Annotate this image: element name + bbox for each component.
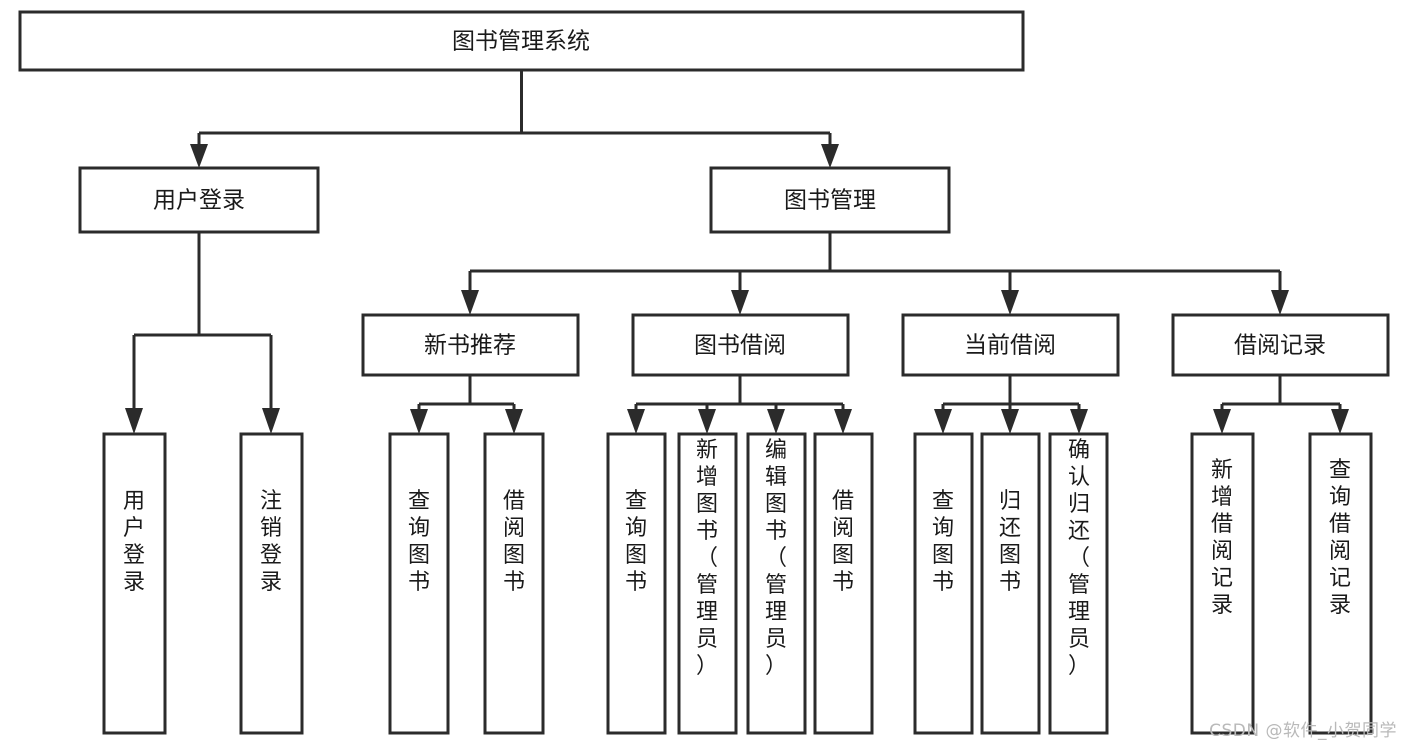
node-new-book-recommend[interactable]: 新书推荐 — [361, 313, 580, 377]
arrow-to-leaf-confirm-return — [1070, 409, 1088, 434]
node-leaf-user-login-box[interactable] — [102, 432, 167, 735]
node-leaf-user-logout-box[interactable] — [239, 432, 304, 735]
node-root-box[interactable] — [18, 10, 1025, 72]
arrow-to-leaf-query-book-3 — [934, 409, 952, 434]
csdn-watermark: CSDN @软件_小贺同学 — [1209, 721, 1397, 741]
node-borrow-record-label: 借阅记录 — [1234, 333, 1326, 359]
node-leaf-add-book[interactable]: 新增图书（管理员） — [677, 432, 738, 735]
node-leaf-query-record-label: 查询借阅记录 — [1329, 458, 1351, 618]
arrow-to-leaf-borrow-book-2 — [834, 409, 852, 434]
node-leaf-query-book-2-box[interactable] — [606, 432, 667, 735]
node-current-borrow-box[interactable] — [901, 313, 1120, 377]
edge-layer — [125, 70, 1349, 434]
node-leaf-user-logout[interactable]: 注销登录 — [239, 432, 304, 735]
node-leaf-borrow-book-2[interactable]: 借阅图书 — [813, 432, 874, 735]
arrow-to-book-manage — [821, 144, 839, 168]
node-user-login-box[interactable] — [78, 166, 320, 234]
node-leaf-confirm-return[interactable]: 确认归还（管理员） — [1048, 432, 1109, 735]
node-leaf-query-book-1-box[interactable] — [388, 432, 450, 735]
node-leaf-edit-book-box[interactable] — [746, 432, 807, 735]
arrow-to-leaf-query-book-1 — [410, 409, 428, 434]
node-leaf-add-record[interactable]: 新增借阅记录 — [1190, 432, 1255, 735]
arrow-to-current-borrow — [1001, 290, 1019, 315]
node-leaf-borrow-book-2-box[interactable] — [813, 432, 874, 735]
node-book-borrow-box[interactable] — [631, 313, 850, 377]
node-borrow-record[interactable]: 借阅记录 — [1171, 313, 1390, 377]
arrow-to-leaf-add-record — [1213, 409, 1231, 434]
node-leaf-user-logout-label: 注销登录 — [260, 489, 282, 595]
arrow-to-borrow-record — [1271, 290, 1289, 315]
node-leaf-query-book-3-label: 查询图书 — [932, 489, 954, 595]
node-leaf-edit-book-label: 编辑图书（管理员） — [765, 438, 787, 679]
node-leaf-query-record[interactable]: 查询借阅记录 — [1308, 432, 1373, 735]
arrow-to-leaf-return-book — [1001, 409, 1019, 434]
node-leaf-add-record-label: 新增借阅记录 — [1211, 458, 1233, 618]
node-leaf-query-book-1[interactable]: 查询图书 — [388, 432, 450, 735]
node-user-login[interactable]: 用户登录 — [78, 166, 320, 234]
node-leaf-borrow-book-1[interactable]: 借阅图书 — [483, 432, 545, 735]
node-borrow-record-box[interactable] — [1171, 313, 1390, 377]
arrow-to-user-login — [190, 144, 208, 168]
node-current-borrow-label: 当前借阅 — [964, 333, 1056, 359]
node-leaf-query-book-1-label: 查询图书 — [408, 489, 430, 595]
node-leaf-confirm-return-label: 确认归还（管理员） — [1068, 438, 1090, 679]
arrow-to-leaf-user-login — [125, 408, 143, 434]
node-leaf-query-book-2[interactable]: 查询图书 — [606, 432, 667, 735]
arrow-to-leaf-query-record — [1331, 409, 1349, 434]
arrow-to-new-book-recommend — [461, 290, 479, 315]
arrow-to-leaf-user-logout — [262, 408, 280, 434]
node-book-borrow-label: 图书借阅 — [694, 333, 786, 359]
node-leaf-borrow-book-1-label: 借阅图书 — [503, 489, 525, 595]
node-new-book-recommend-label: 新书推荐 — [424, 333, 516, 359]
arrow-to-book-borrow — [731, 290, 749, 315]
node-leaf-return-book[interactable]: 归还图书 — [980, 432, 1041, 735]
node-leaf-return-book-label: 归还图书 — [999, 489, 1021, 595]
node-leaf-return-book-box[interactable] — [980, 432, 1041, 735]
node-user-login-label: 用户登录 — [153, 188, 245, 214]
arrow-to-leaf-add-book — [698, 409, 716, 434]
node-leaf-borrow-book-1-box[interactable] — [483, 432, 545, 735]
node-leaf-borrow-book-2-label: 借阅图书 — [832, 489, 854, 595]
node-leaf-confirm-return-box[interactable] — [1048, 432, 1109, 735]
node-book-borrow[interactable]: 图书借阅 — [631, 313, 850, 377]
node-book-manage[interactable]: 图书管理 — [709, 166, 951, 234]
node-leaf-query-record-box[interactable] — [1308, 432, 1373, 735]
arrow-to-leaf-borrow-book-1 — [505, 409, 523, 434]
node-leaf-query-book-2-label: 查询图书 — [625, 489, 647, 595]
node-leaf-add-book-label: 新增图书（管理员） — [696, 438, 718, 679]
node-leaf-user-login[interactable]: 用户登录 — [102, 432, 167, 735]
node-leaf-query-book-3-box[interactable] — [913, 432, 974, 735]
node-current-borrow[interactable]: 当前借阅 — [901, 313, 1120, 377]
node-book-manage-label: 图书管理 — [784, 188, 876, 214]
node-leaf-add-record-box[interactable] — [1190, 432, 1255, 735]
arrow-to-leaf-edit-book — [767, 409, 785, 434]
node-root-label: 图书管理系统 — [452, 29, 590, 55]
arrow-to-leaf-query-book-2 — [627, 409, 645, 434]
node-root[interactable]: 图书管理系统 — [18, 10, 1025, 72]
node-book-manage-box[interactable] — [709, 166, 951, 234]
node-new-book-recommend-box[interactable] — [361, 313, 580, 377]
node-leaf-add-book-box[interactable] — [677, 432, 738, 735]
node-leaf-edit-book[interactable]: 编辑图书（管理员） — [746, 432, 807, 735]
node-leaf-user-login-label: 用户登录 — [123, 489, 145, 595]
node-leaf-query-book-3[interactable]: 查询图书 — [913, 432, 974, 735]
